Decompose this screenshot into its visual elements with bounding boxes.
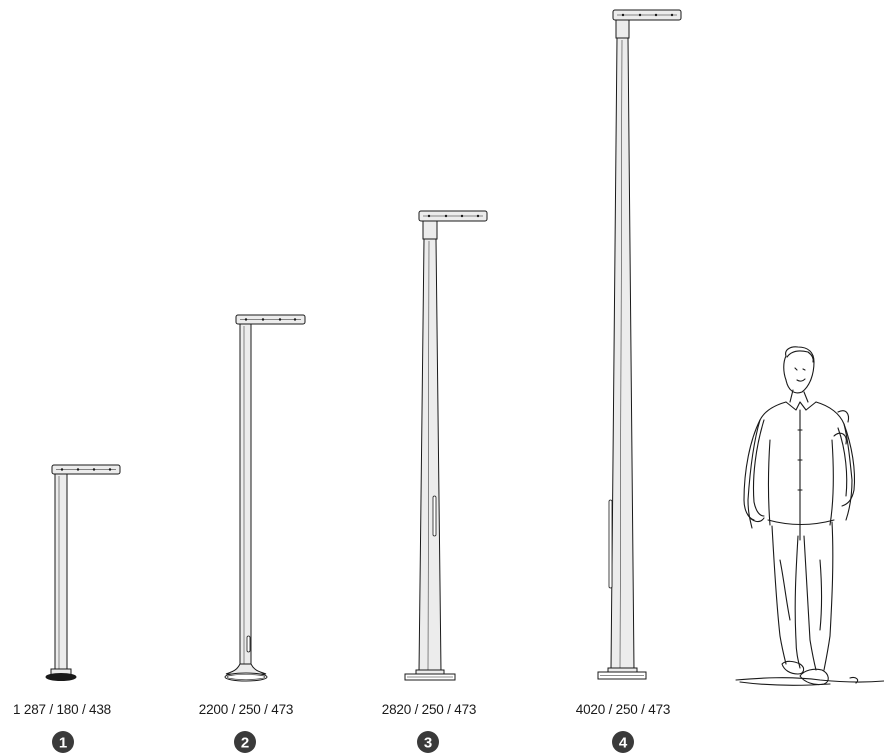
badge-4-number: 4 bbox=[619, 735, 628, 752]
pole-1-dimensions: 1 287 / 180 / 438 bbox=[13, 702, 111, 717]
pole-shaft-1 bbox=[54, 473, 68, 676]
badge-2-number: 2 bbox=[241, 735, 249, 752]
pole-base-3 bbox=[404, 669, 456, 681]
pole-4-dimensions: 4020 / 250 / 473 bbox=[576, 702, 670, 717]
badge-2: 2 bbox=[234, 731, 256, 753]
luminaire-head-3 bbox=[418, 210, 488, 222]
pole-2-dimensions: 2200 / 250 / 473 bbox=[199, 702, 293, 717]
walking-person-sketch-icon bbox=[735, 346, 884, 686]
pole-base-1 bbox=[45, 668, 77, 681]
pole-1 bbox=[45, 464, 121, 681]
dimension-labels: 1 287 / 180 / 438 2200 / 250 / 473 2820 … bbox=[13, 702, 670, 717]
pole-shaft-2 bbox=[239, 323, 252, 667]
luminaire-head-1 bbox=[51, 464, 121, 475]
pole-4 bbox=[597, 9, 682, 680]
number-badges: 1 2 3 4 bbox=[52, 731, 634, 753]
pole-base-4 bbox=[597, 667, 647, 680]
badge-3-number: 3 bbox=[424, 735, 432, 752]
pole-shaft-3 bbox=[418, 238, 442, 673]
badge-4: 4 bbox=[612, 731, 634, 753]
badge-3: 3 bbox=[417, 731, 439, 753]
luminaire-head-2 bbox=[235, 314, 306, 325]
pole-3-dimensions: 2820 / 250 / 473 bbox=[382, 702, 476, 717]
luminaire-head-4 bbox=[612, 9, 682, 21]
pole-2 bbox=[224, 314, 306, 682]
pole-base-2 bbox=[224, 663, 268, 682]
pole-3 bbox=[404, 210, 488, 681]
badge-1-number: 1 bbox=[59, 735, 67, 752]
pole-shaft-4 bbox=[610, 37, 635, 671]
badge-1: 1 bbox=[52, 731, 74, 753]
